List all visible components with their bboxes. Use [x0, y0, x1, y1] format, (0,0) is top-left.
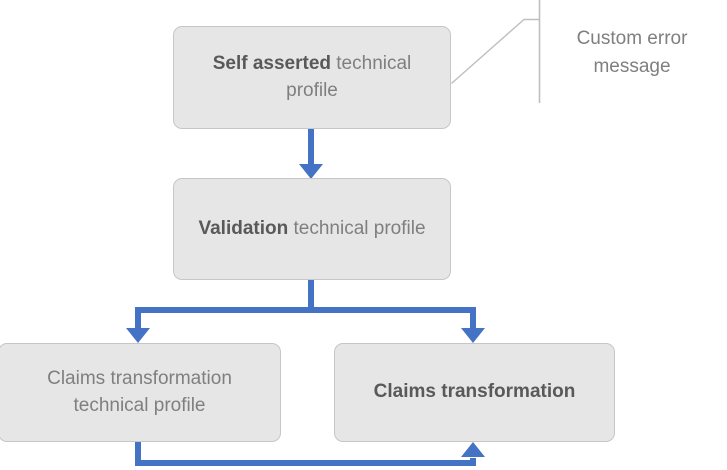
node-claims-transformation[interactable]: Claims transformation — [334, 343, 615, 442]
connector-claims-loop — [135, 442, 485, 466]
connector-self-asserted-to-validation — [299, 129, 323, 179]
node-claims-transformation-label: Claims transformation — [373, 381, 576, 403]
callout-line-2: message — [593, 55, 671, 77]
node-validation-technical-profile[interactable]: Validation technical profile — [173, 178, 451, 280]
node-claims-tp-label: Claims transformation technical profile — [47, 367, 232, 416]
node-self-asserted-emphasis: Self asserted — [212, 52, 331, 74]
node-self-asserted-label: Self asserted technical profile — [188, 51, 436, 105]
node-claims-transformation-technical-profile[interactable]: Claims transformation technical profile — [0, 343, 281, 442]
node-self-asserted-rest: technical profile — [286, 52, 412, 101]
callout-leader-line — [451, 0, 541, 103]
node-self-asserted-technical-profile[interactable]: Self asserted technical profile — [173, 26, 451, 129]
node-validation-rest: technical profile — [288, 217, 426, 239]
node-validation-label: Validation technical profile — [188, 216, 436, 243]
callout-custom-error-message: Custom error message — [552, 25, 712, 80]
node-validation-emphasis: Validation — [198, 217, 289, 239]
callout-line-1: Custom error — [576, 28, 688, 49]
connector-validation-branch — [126, 280, 485, 343]
